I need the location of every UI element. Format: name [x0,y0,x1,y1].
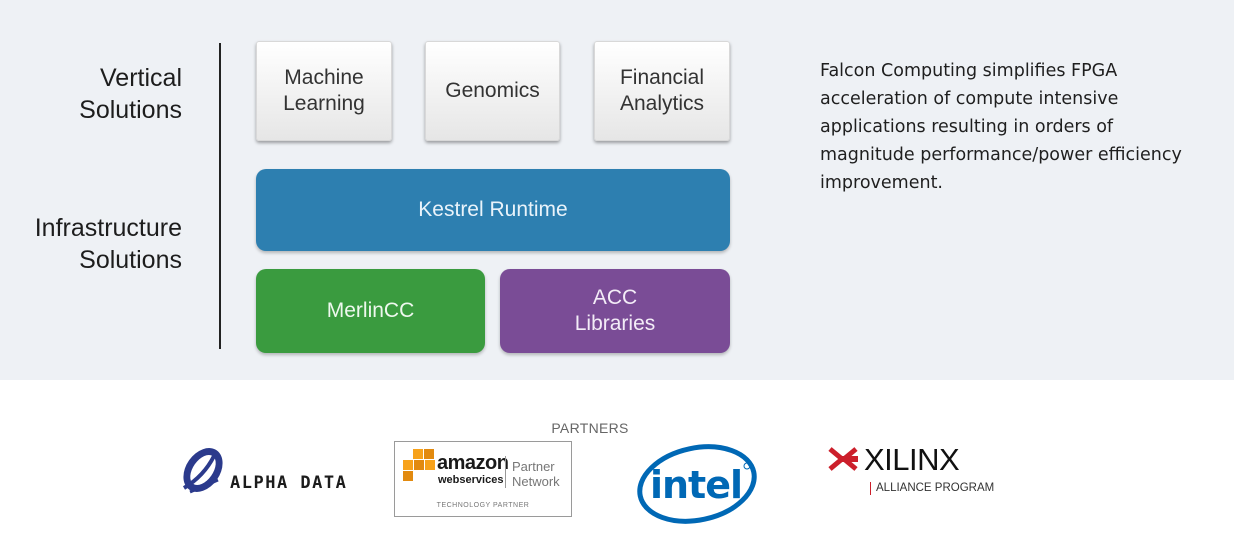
alpha-data-mark-icon [182,448,223,494]
intel-swoosh-icon [637,444,757,524]
aws-cubes-icon [403,449,435,481]
aws-separator [505,456,506,488]
xilinx-alliance-logo[interactable]: XILINX ALLIANCE PROGRAM [828,442,1028,502]
solutions-panel: Vertical Solutions Infrastructure Soluti… [0,0,1234,380]
aws-partner-network-logo[interactable]: amazon webservices Partner Network TECHN… [394,441,572,517]
financial-analytics-box: Financial Analytics [594,41,730,141]
vertical-divider [219,43,221,349]
kestrel-runtime-box: Kestrel Runtime [256,169,730,251]
alliance-program-text: ALLIANCE PROGRAM [876,482,995,494]
xilinx-mark-icon [828,447,858,471]
intel-wordmark: intel [650,463,742,507]
intel-registered-icon [743,462,751,470]
infrastructure-solutions-label: Infrastructure Solutions [34,214,182,274]
genomics-box: Genomics [425,41,560,141]
merlincc-box: MerlinCC [256,269,485,353]
alpha-data-wordmark: ALPHA DATA [230,473,348,493]
machine-learning-box: Machine Learning [256,41,392,141]
webservices-wordmark: webservices [438,474,504,486]
acc-libraries-box: ACC Libraries [500,269,730,353]
partners-heading: PARTNERS [551,420,629,436]
intel-logo[interactable]: intel [634,440,760,526]
technology-partner-text: TECHNOLOGY PARTNER [436,502,530,509]
amazon-wordmark: amazon [437,452,509,474]
xilinx-red-bar [870,482,871,495]
falcon-description: Falcon Computing simplifies FPGA acceler… [820,61,1182,193]
partner-network-text: Partner Network [512,459,560,489]
vertical-solutions-label: Vertical Solutions [79,64,182,124]
alpha-data-logo[interactable]: ALPHA DATA [180,442,360,502]
xilinx-wordmark: XILINX [864,442,960,477]
